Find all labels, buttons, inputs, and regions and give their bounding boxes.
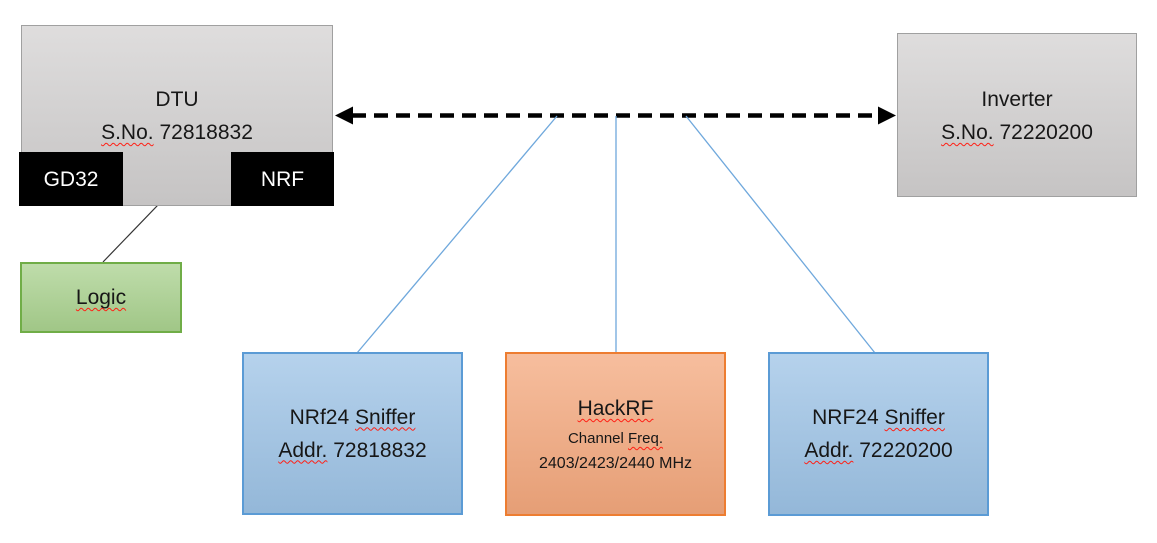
inverter-title: Inverter (981, 88, 1053, 111)
hackrf-title: HackRF (577, 397, 654, 420)
logic-label: Logic (75, 286, 127, 309)
inverter-serial-label: S.No. (941, 121, 994, 144)
logic-box: Logic (20, 262, 182, 333)
sniffer-right-box: NRF24 Sniffer Addr. 72220200 (768, 352, 989, 516)
inverter-box: Inverter S.No. 72220200 (897, 33, 1137, 197)
nrf-label: NRF (260, 167, 305, 191)
sniffer-left-addr-label: Addr. (278, 438, 328, 462)
link-sniffer-right (685, 115, 876, 354)
dashed-arrowhead-right-icon (878, 106, 896, 125)
dtu-title: DTU (155, 88, 199, 111)
gd32-label: GD32 (43, 167, 99, 191)
sniffer-left-name: NRf24 Sniffer (290, 401, 416, 434)
dashed-arrowhead-left-icon (335, 106, 353, 125)
dtu-serial: S.No. 72818832 (22, 116, 332, 149)
hackrf-freq-word: Freq. (628, 430, 664, 447)
sniffer-right-addr-label: Addr. (804, 439, 854, 462)
sniffer-right-name: NRF24 Sniffer (812, 401, 945, 434)
sniffer-right-name-word: Sniffer (884, 406, 945, 429)
link-sniffer-left (356, 115, 558, 354)
sniffer-left-name-prefix: NRf24 (289, 405, 350, 429)
sniffer-left-addr: Addr. 72818832 (278, 434, 426, 467)
inverter-serial: S.No. 72220200 (898, 116, 1136, 149)
sniffer-left-addr-value: 72818832 (333, 438, 427, 462)
dtu-serial-label: S.No. (101, 121, 154, 144)
nrf-box: NRF (231, 152, 334, 206)
sniffer-right-addr-value: 72220200 (859, 439, 953, 462)
inverter-serial-value: 72220200 (999, 121, 1093, 144)
dtu-serial-value: 72818832 (159, 121, 253, 144)
hackrf-channel-freq: Channel Freq. (568, 425, 663, 452)
hackrf-channel-word: Channel (567, 430, 624, 447)
sniffer-left-name-word: Sniffer (355, 405, 416, 429)
hackrf-frequencies: 2403/2423/2440 MHz (539, 455, 692, 472)
sniffer-right-name-prefix: NRF24 (812, 406, 879, 429)
gd32-box: GD32 (19, 152, 123, 206)
hackrf-box: HackRF Channel Freq. 2403/2423/2440 MHz (505, 352, 726, 516)
sniffer-right-addr: Addr. 72220200 (804, 434, 952, 467)
sniffer-left-box: NRf24 Sniffer Addr. 72818832 (242, 352, 463, 515)
